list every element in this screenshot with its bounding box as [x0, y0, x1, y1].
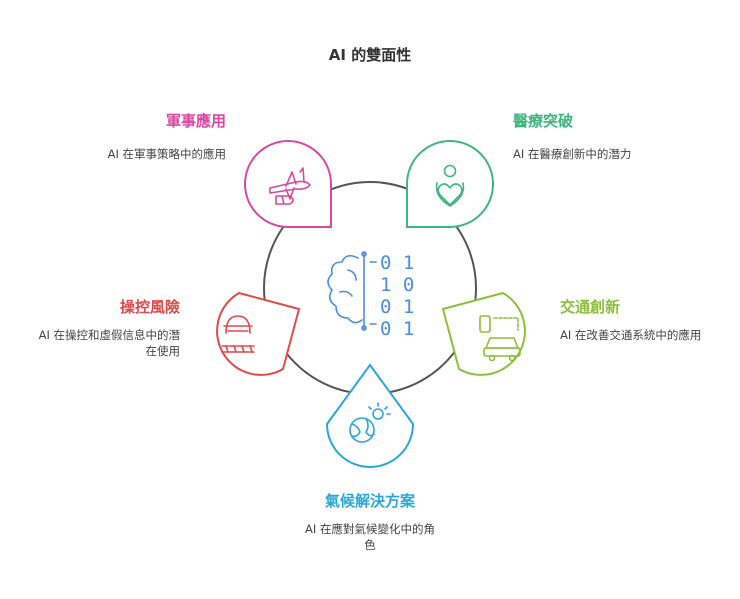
medical-title: 醫療突破: [513, 112, 574, 130]
traffic-pin: [441, 291, 526, 376]
globe-sun-icon: [349, 402, 391, 443]
medical-desc: AI 在醫療創新中的潛力: [513, 147, 632, 161]
masked-figure-icon: [221, 315, 255, 353]
autonomous-car-icon: [479, 315, 521, 362]
climate-pin-shape: [325, 363, 415, 468]
military-pin: [244, 139, 332, 228]
manipulation-desc: AI 在操控和虛假信息中的潛在使用: [38, 328, 180, 358]
military-plane-icon: [269, 167, 311, 205]
manipulation-pin: [216, 291, 301, 376]
climate-title: 氣候解決方案: [324, 492, 415, 510]
climate-desc: AI 在應對氣候變化中的角色: [305, 522, 435, 552]
heart-hand-icon: [435, 164, 465, 207]
binary-digits-row: 0 1: [380, 318, 414, 340]
manipulation-pin-shape: [216, 291, 301, 376]
binary-digits-row: 1 0: [380, 274, 414, 296]
climate-pin: [325, 363, 415, 468]
traffic-pin-shape: [441, 291, 526, 376]
binary-digits-row: 0 1: [380, 252, 414, 274]
military-title: 軍事應用: [165, 112, 226, 130]
diagram-title: AI 的雙面性: [328, 46, 412, 64]
traffic-title: 交通創新: [560, 298, 621, 316]
traffic-desc: AI 在改善交通系統中的應用: [560, 328, 702, 342]
brain-binary-icon: 0 1 1 0 0 1 0 1: [327, 251, 414, 340]
medical-pin: [406, 139, 494, 228]
medical-pin-shape: [406, 139, 494, 228]
manipulation-title: 操控風險: [119, 298, 180, 316]
binary-digits-row: 0 1: [380, 296, 414, 318]
military-desc: AI 在軍事策略中的應用: [107, 147, 226, 161]
